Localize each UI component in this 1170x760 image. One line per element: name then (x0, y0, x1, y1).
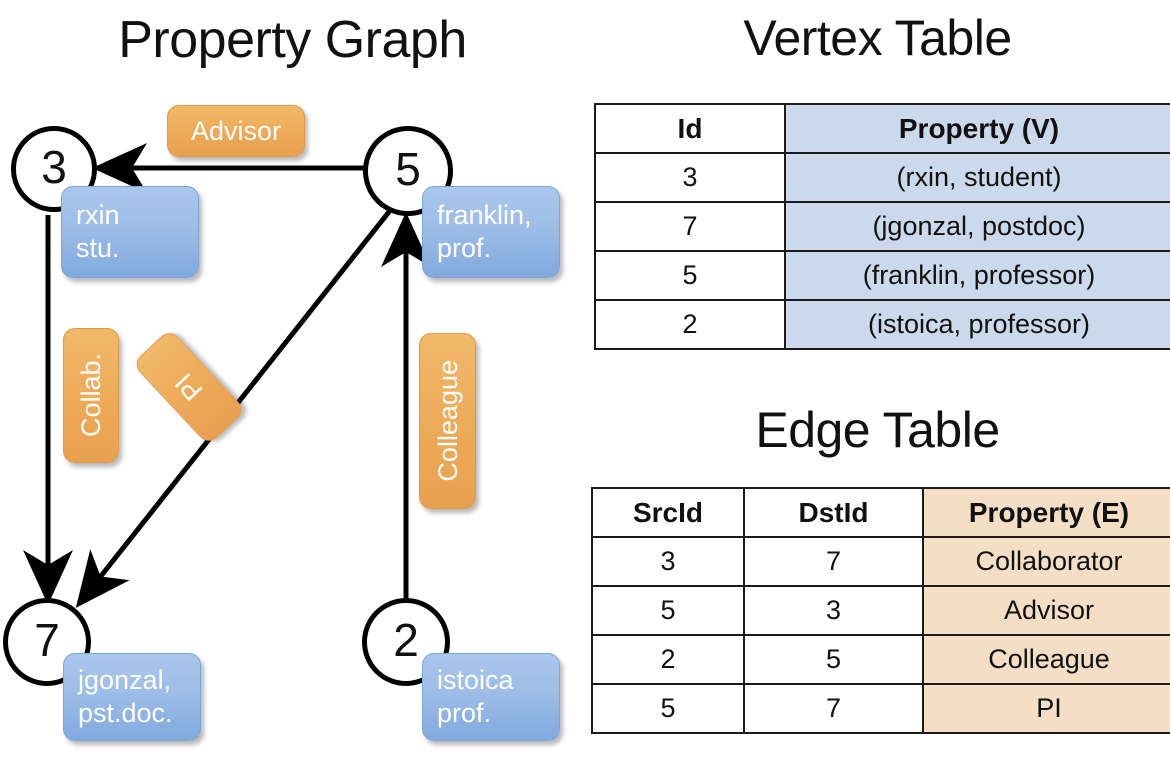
edge-row-3-property: PI (922, 683, 1170, 734)
edge-label-advisor-text: Advisor (190, 116, 282, 146)
vertex-row-2-id: 5 (594, 250, 786, 301)
edge-table-header-property: Property (E) (922, 487, 1170, 538)
table-row[interactable]: 2 (istoica, professor) (594, 299, 1170, 350)
edge-row-1-src: 5 (591, 585, 745, 636)
vertex-property-2-line2: prof. (437, 698, 492, 728)
table-header-row: SrcId DstId Property (E) (591, 487, 1170, 538)
edge-row-2-property: Colleague (922, 634, 1170, 685)
vertex-node-5[interactable]: 5 (363, 126, 453, 216)
edge-table-header-srcid: SrcId (591, 487, 745, 538)
vertex-property-box-7[interactable]: jgonzal, pst.doc. (63, 653, 201, 741)
edge-row-1-dst: 3 (743, 585, 924, 636)
vertex-property-7-line2: pst.doc. (78, 698, 173, 728)
edge-table-header-dstid: DstId (743, 487, 924, 538)
edge-row-0-src: 3 (591, 536, 745, 587)
vertex-node-2-id: 2 (393, 614, 419, 666)
edge-label-colleague[interactable]: Colleague (419, 333, 476, 509)
vertex-node-2[interactable]: 2 (362, 598, 450, 686)
vertex-row-1-property: (jgonzal, postdoc) (784, 201, 1170, 252)
vertex-property-7-line1: jgonzal, (78, 665, 172, 695)
vertex-table-header-property: Property (V) (784, 103, 1170, 154)
edge-label-collab[interactable]: Collab. (63, 328, 119, 463)
vertex-property-5-line1: franklin, (437, 200, 532, 230)
edge-row-2-dst: 5 (743, 634, 924, 685)
vertex-property-box-5[interactable]: franklin, prof. (422, 186, 560, 278)
table-row[interactable]: 3 (rxin, student) (594, 152, 1170, 203)
vertex-property-3-line1: rxin (76, 200, 120, 230)
table-row[interactable]: 3 7 Collaborator (591, 536, 1170, 587)
vertex-property-box-2[interactable]: istoica prof. (422, 653, 560, 741)
table-header-row: Id Property (V) (594, 103, 1170, 154)
vertex-property-box-3[interactable]: rxin stu. (61, 186, 199, 278)
page-title-edge-table: Edge Table (755, 402, 1000, 458)
vertex-node-5-id: 5 (395, 143, 421, 195)
vertex-row-3-id: 2 (594, 299, 786, 350)
vertex-table-header-id: Id (594, 103, 786, 154)
edge-label-pi-text: PI (169, 367, 209, 407)
edge-row-1-property: Advisor (922, 585, 1170, 636)
vertex-table: Id Property (V) 3 (rxin, student) 7 (jgo… (594, 103, 1170, 350)
vertex-row-2-property: (franklin, professor) (784, 250, 1170, 301)
vertex-row-3-property: (istoica, professor) (784, 299, 1170, 350)
table-row[interactable]: 5 7 PI (591, 683, 1170, 734)
edge-row-2-src: 2 (591, 634, 745, 685)
edge-table: SrcId DstId Property (E) 3 7 Collaborato… (591, 487, 1170, 734)
table-row[interactable]: 5 3 Advisor (591, 585, 1170, 636)
edge-label-collab-text: Collab. (76, 353, 106, 438)
property-graph-diagram: Advisor Collab. PI Colleague 3 5 7 2 rxi… (3, 105, 560, 741)
vertex-property-3-line2: stu. (76, 233, 120, 263)
vertex-row-1-id: 7 (594, 201, 786, 252)
edge-label-advisor[interactable]: Advisor (167, 105, 305, 157)
vertex-property-2-line1: istoica (437, 665, 514, 695)
vertex-node-7-id: 7 (34, 614, 60, 666)
vertex-property-5-line2: prof. (437, 233, 492, 263)
edge-row-0-property: Collaborator (922, 536, 1170, 587)
table-row[interactable]: 7 (jgonzal, postdoc) (594, 201, 1170, 252)
edge-row-3-dst: 7 (743, 683, 924, 734)
table-row[interactable]: 5 (franklin, professor) (594, 250, 1170, 301)
vertex-row-0-id: 3 (594, 152, 786, 203)
vertex-node-3-id: 3 (41, 141, 67, 193)
vertex-row-0-property: (rxin, student) (784, 152, 1170, 203)
page-title-property-graph: Property Graph (118, 11, 467, 69)
table-row[interactable]: 2 5 Colleague (591, 634, 1170, 685)
edge-row-3-src: 5 (591, 683, 745, 734)
edge-row-0-dst: 7 (743, 536, 924, 587)
edge-label-colleague-text: Colleague (432, 360, 463, 482)
page-title-vertex-table: Vertex Table (743, 10, 1012, 66)
